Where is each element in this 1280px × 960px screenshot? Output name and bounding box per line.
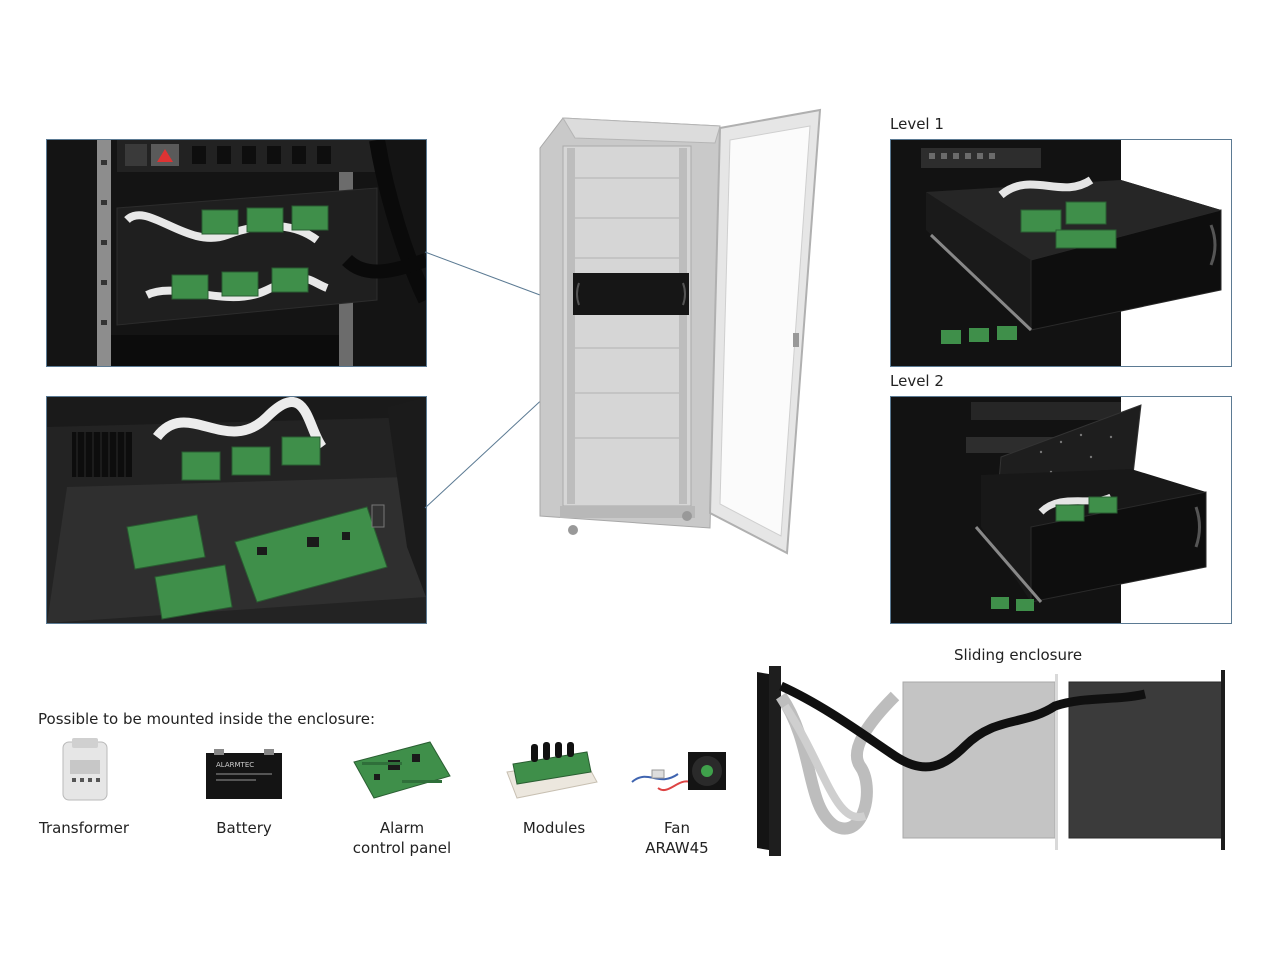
caption-transformer: Transformer	[38, 819, 129, 837]
level-2-label: Level 2	[890, 372, 944, 390]
caption-fan: Fan ARAW45	[645, 819, 709, 857]
level-1-photo	[890, 139, 1232, 367]
alarm-control-panel-image	[352, 740, 452, 800]
fan-image	[628, 748, 728, 800]
sliding-enclosure-illustration	[755, 666, 1230, 856]
rack-cabinet-illustration	[535, 108, 830, 558]
modules-image	[505, 742, 599, 800]
level-1-label: Level 1	[890, 115, 944, 133]
enclosure-interior-photo	[46, 396, 427, 624]
caption-battery: Battery	[216, 819, 272, 837]
caption-modules: Modules	[522, 819, 586, 837]
transformer-image	[60, 738, 110, 804]
rack-closeup-photo	[46, 139, 427, 367]
battery-image: ALARMTEC	[206, 749, 282, 799]
battery-brand-text: ALARMTEC	[216, 761, 254, 769]
sliding-enclosure-label: Sliding enclosure	[954, 646, 1083, 664]
possible-mounted-label: Possible to be mounted inside the enclos…	[38, 710, 376, 728]
caption-alarm-control-panel: Alarm control panel	[352, 819, 452, 857]
level-2-photo	[890, 396, 1232, 624]
